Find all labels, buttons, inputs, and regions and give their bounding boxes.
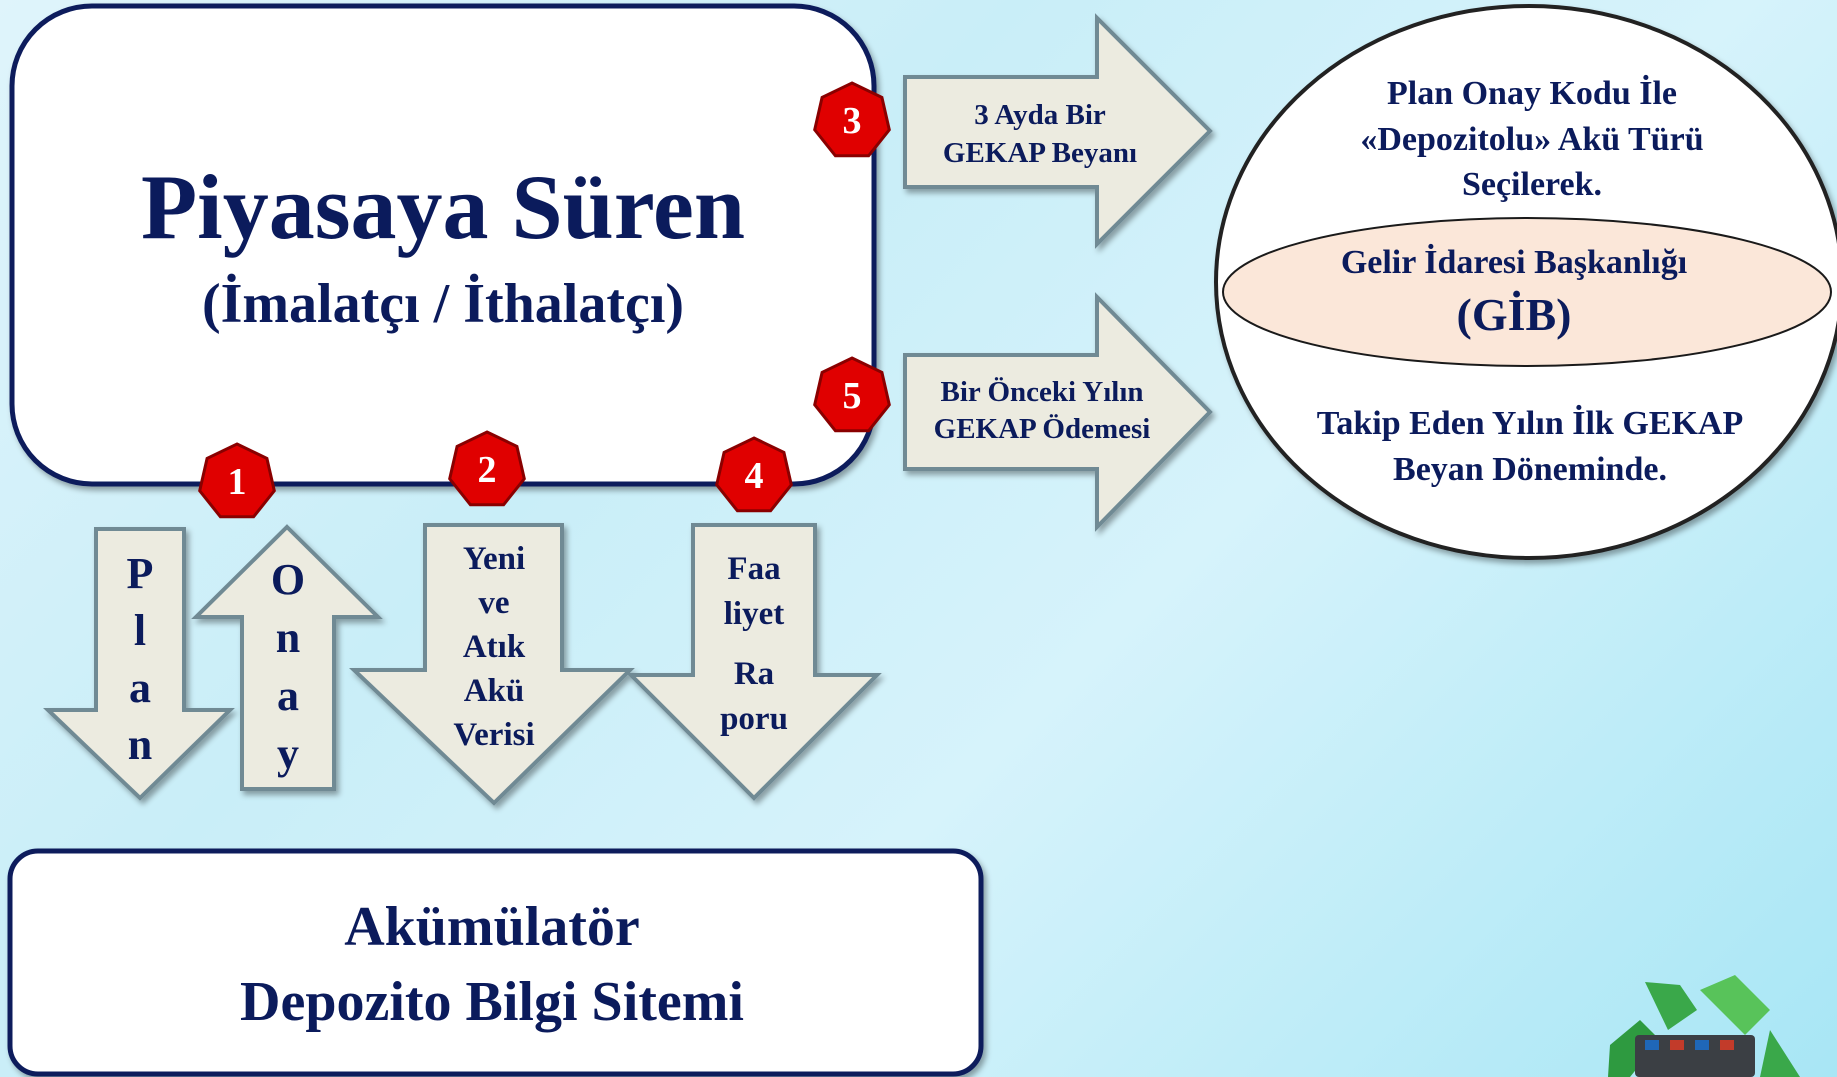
arrow-faaliyet-raporu: Faa liyet Ra poru	[626, 523, 882, 801]
plan-letter-2: l	[134, 606, 146, 655]
plan-letter-1: P	[127, 549, 154, 598]
faaliyet-line-1: Faa	[727, 551, 780, 587]
bottom-box: Akümülatör Depozito Bilgi Sitemi	[7, 848, 984, 1077]
faaliyet-line-3: Ra	[734, 656, 774, 692]
main-box: Piyasaya Süren (İmalatçı / İthalatçı)	[9, 3, 877, 487]
arrow-gekap-beyani: 3 Ayda Bir GEKAP Beyanı	[903, 13, 1213, 249]
gib-top-line-1: Plan Onay Kodu İle	[1387, 74, 1677, 112]
gib-inner-line-2: (GİB)	[1457, 289, 1572, 340]
gib-inner-ellipse	[1222, 217, 1832, 367]
plan-letter-3: a	[129, 663, 151, 712]
onay-letter-3: a	[277, 671, 299, 720]
yeni-line-5: Verisi	[453, 717, 534, 753]
faaliyet-line-4: poru	[720, 701, 788, 737]
yeni-line-2: ve	[478, 585, 509, 621]
badge-1-label: 1	[228, 461, 247, 503]
arrow-odeme-line2: GEKAP Ödemesi	[934, 413, 1151, 445]
yeni-line-4: Akü	[464, 673, 525, 709]
main-subtitle: (İmalatçı / İthalatçı)	[202, 273, 684, 335]
bottom-box-line-1: Akümülatör	[344, 896, 640, 958]
gib-top-line-2: «Depozitolu» Akü Türü	[1360, 121, 1703, 158]
badge-5: 5	[813, 356, 891, 433]
badge-3: 3	[813, 81, 891, 158]
arrow-odeme-line1: Bir Önceki Yılın	[940, 376, 1143, 408]
onay-letter-4: y	[277, 729, 299, 778]
gib-inner-line-1: Gelir İdaresi Başkanlığı	[1341, 243, 1687, 281]
badge-3-label: 3	[843, 100, 862, 142]
badge-2-label: 2	[478, 449, 497, 491]
arrow-plan: P l a n	[43, 527, 235, 801]
onay-letter-2: n	[276, 613, 300, 662]
arrow-gekap-odemesi: Bir Önceki Yılın GEKAP Ödemesi	[903, 292, 1213, 532]
badge-4-label: 4	[745, 455, 764, 497]
gib-bottom-line-2: Beyan Döneminde.	[1393, 451, 1667, 488]
arrow-onay: O n a y	[191, 524, 383, 791]
main-title: Piyasaya Süren	[141, 156, 745, 258]
gib-circle: Plan Onay Kodu İle «Depozitolu» Akü Türü…	[1214, 4, 1837, 560]
gib-top-line-3: Seçilerek.	[1462, 166, 1602, 203]
arrow-yeni-atik-aku-verisi: Yeni ve Atık Akü Verisi	[348, 523, 635, 806]
arrow-beyan-line1: 3 Ayda Bir	[974, 99, 1106, 131]
badge-4: 4	[715, 436, 793, 513]
onay-letter-1: O	[271, 555, 305, 604]
gib-bottom-line-1: Takip Eden Yılın İlk GEKAP	[1317, 404, 1743, 442]
badge-5-label: 5	[843, 375, 862, 417]
recycle-battery-icon	[1608, 975, 1800, 1077]
yeni-line-1: Yeni	[463, 541, 525, 577]
badge-1: 1	[198, 442, 276, 519]
faaliyet-line-2: liyet	[724, 596, 784, 632]
plan-letter-4: n	[128, 720, 152, 769]
arrow-beyan-line2: GEKAP Beyanı	[943, 137, 1137, 169]
yeni-line-3: Atık	[463, 629, 526, 665]
bottom-box-line-2: Depozito Bilgi Sitemi	[240, 971, 744, 1033]
badge-2: 2	[448, 430, 526, 507]
